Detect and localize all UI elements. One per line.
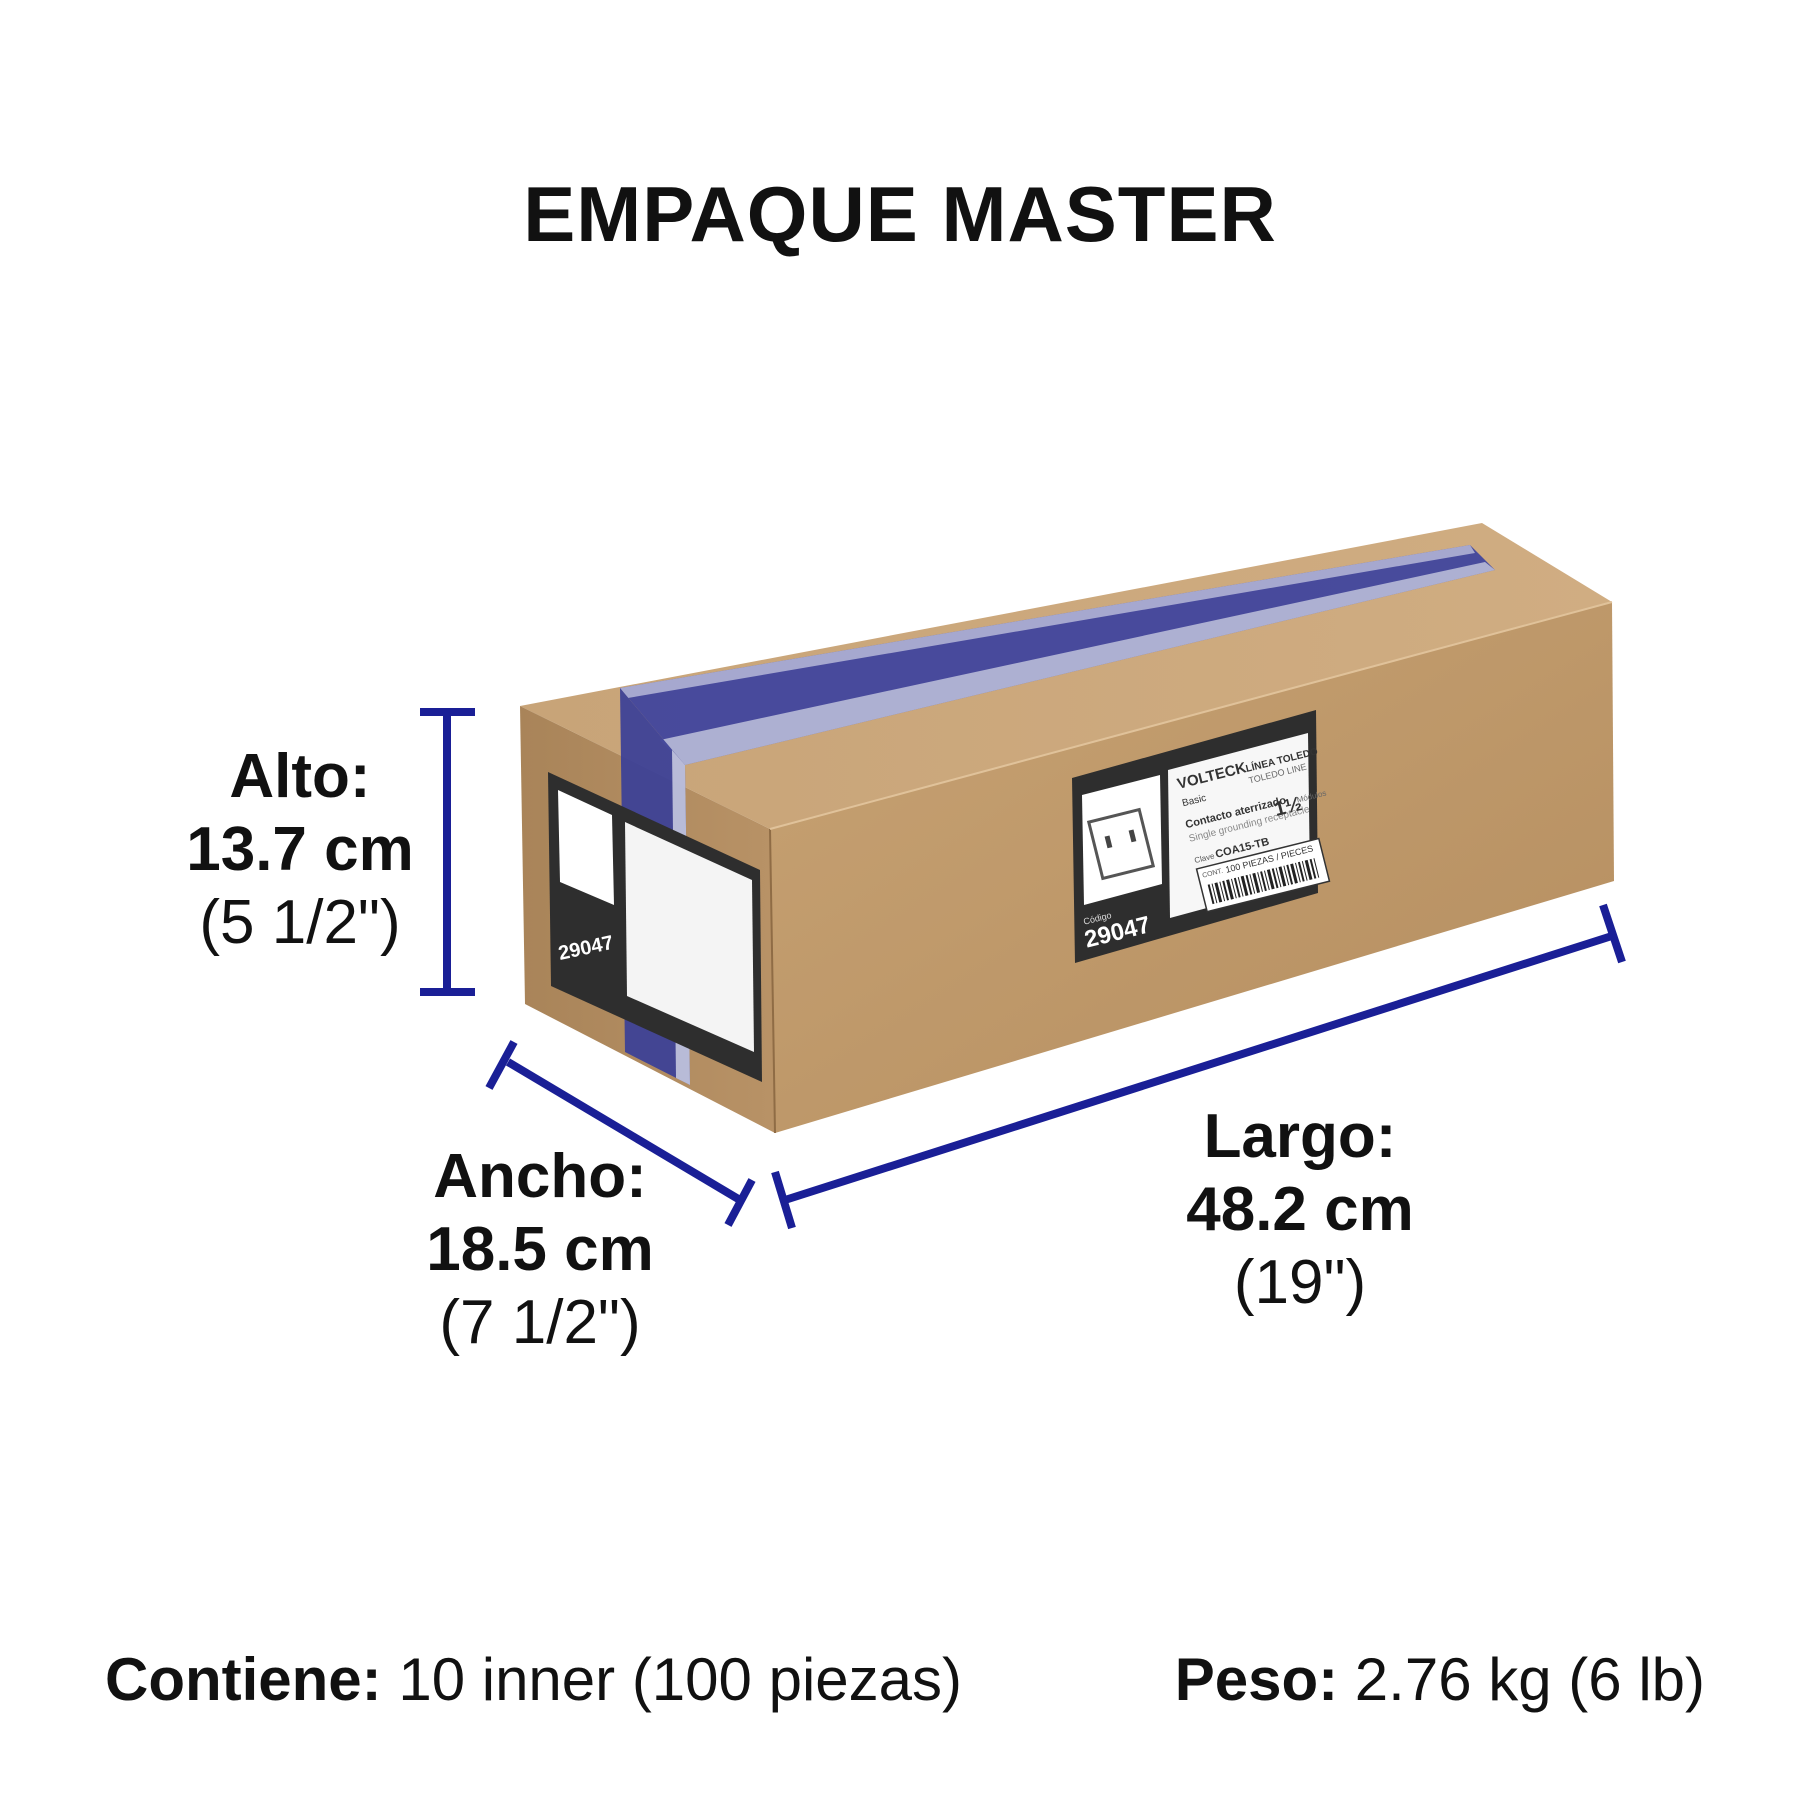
dimension-line-alto <box>420 708 475 996</box>
dimension-alto: Alto: 13.7 cm (5 1/2") <box>170 740 430 959</box>
page-title: EMPAQUE MASTER <box>523 170 1277 258</box>
contents-info: Contiene: 10 inner (100 piezas) <box>105 1650 962 1710</box>
weight-value: 2.76 kg (6 lb) <box>1338 1646 1705 1713</box>
largo-imperial: (19") <box>1233 1248 1367 1318</box>
contents-value: 10 inner (100 piezas) <box>381 1646 962 1713</box>
dimension-line-ancho <box>485 1040 756 1227</box>
alto-value: 13.7 cm <box>186 815 414 885</box>
alto-imperial: (5 1/2") <box>199 888 401 958</box>
front-label-cont-label: CONT. <box>1202 868 1224 880</box>
dimension-ancho: Ancho: 18.5 cm (7 1/2") <box>400 1140 680 1359</box>
largo-label: Largo: <box>1203 1102 1397 1171</box>
contents-key: Contiene: <box>105 1646 382 1713</box>
barcode <box>1207 858 1320 905</box>
largo-value: 48.2 cm <box>1186 1175 1414 1245</box>
ancho-label: Ancho: <box>433 1142 647 1211</box>
dimension-largo: Largo: 48.2 cm (19") <box>1150 1100 1450 1319</box>
ancho-value: 18.5 cm <box>426 1215 654 1285</box>
front-label: VOLTECK LÍNEA TOLEDO Basic TOLEDO LINE C… <box>1072 710 1331 963</box>
dimension-line-largo <box>771 903 1626 1230</box>
alto-label: Alto: <box>229 742 371 811</box>
ancho-imperial: (7 1/2") <box>439 1288 641 1358</box>
weight-key: Peso: <box>1174 1646 1339 1713</box>
outlet-icon <box>1086 807 1156 881</box>
weight-info: Peso: 2.76 kg (6 lb) <box>1175 1650 1705 1710</box>
side-label: 29047 <box>548 772 762 1082</box>
